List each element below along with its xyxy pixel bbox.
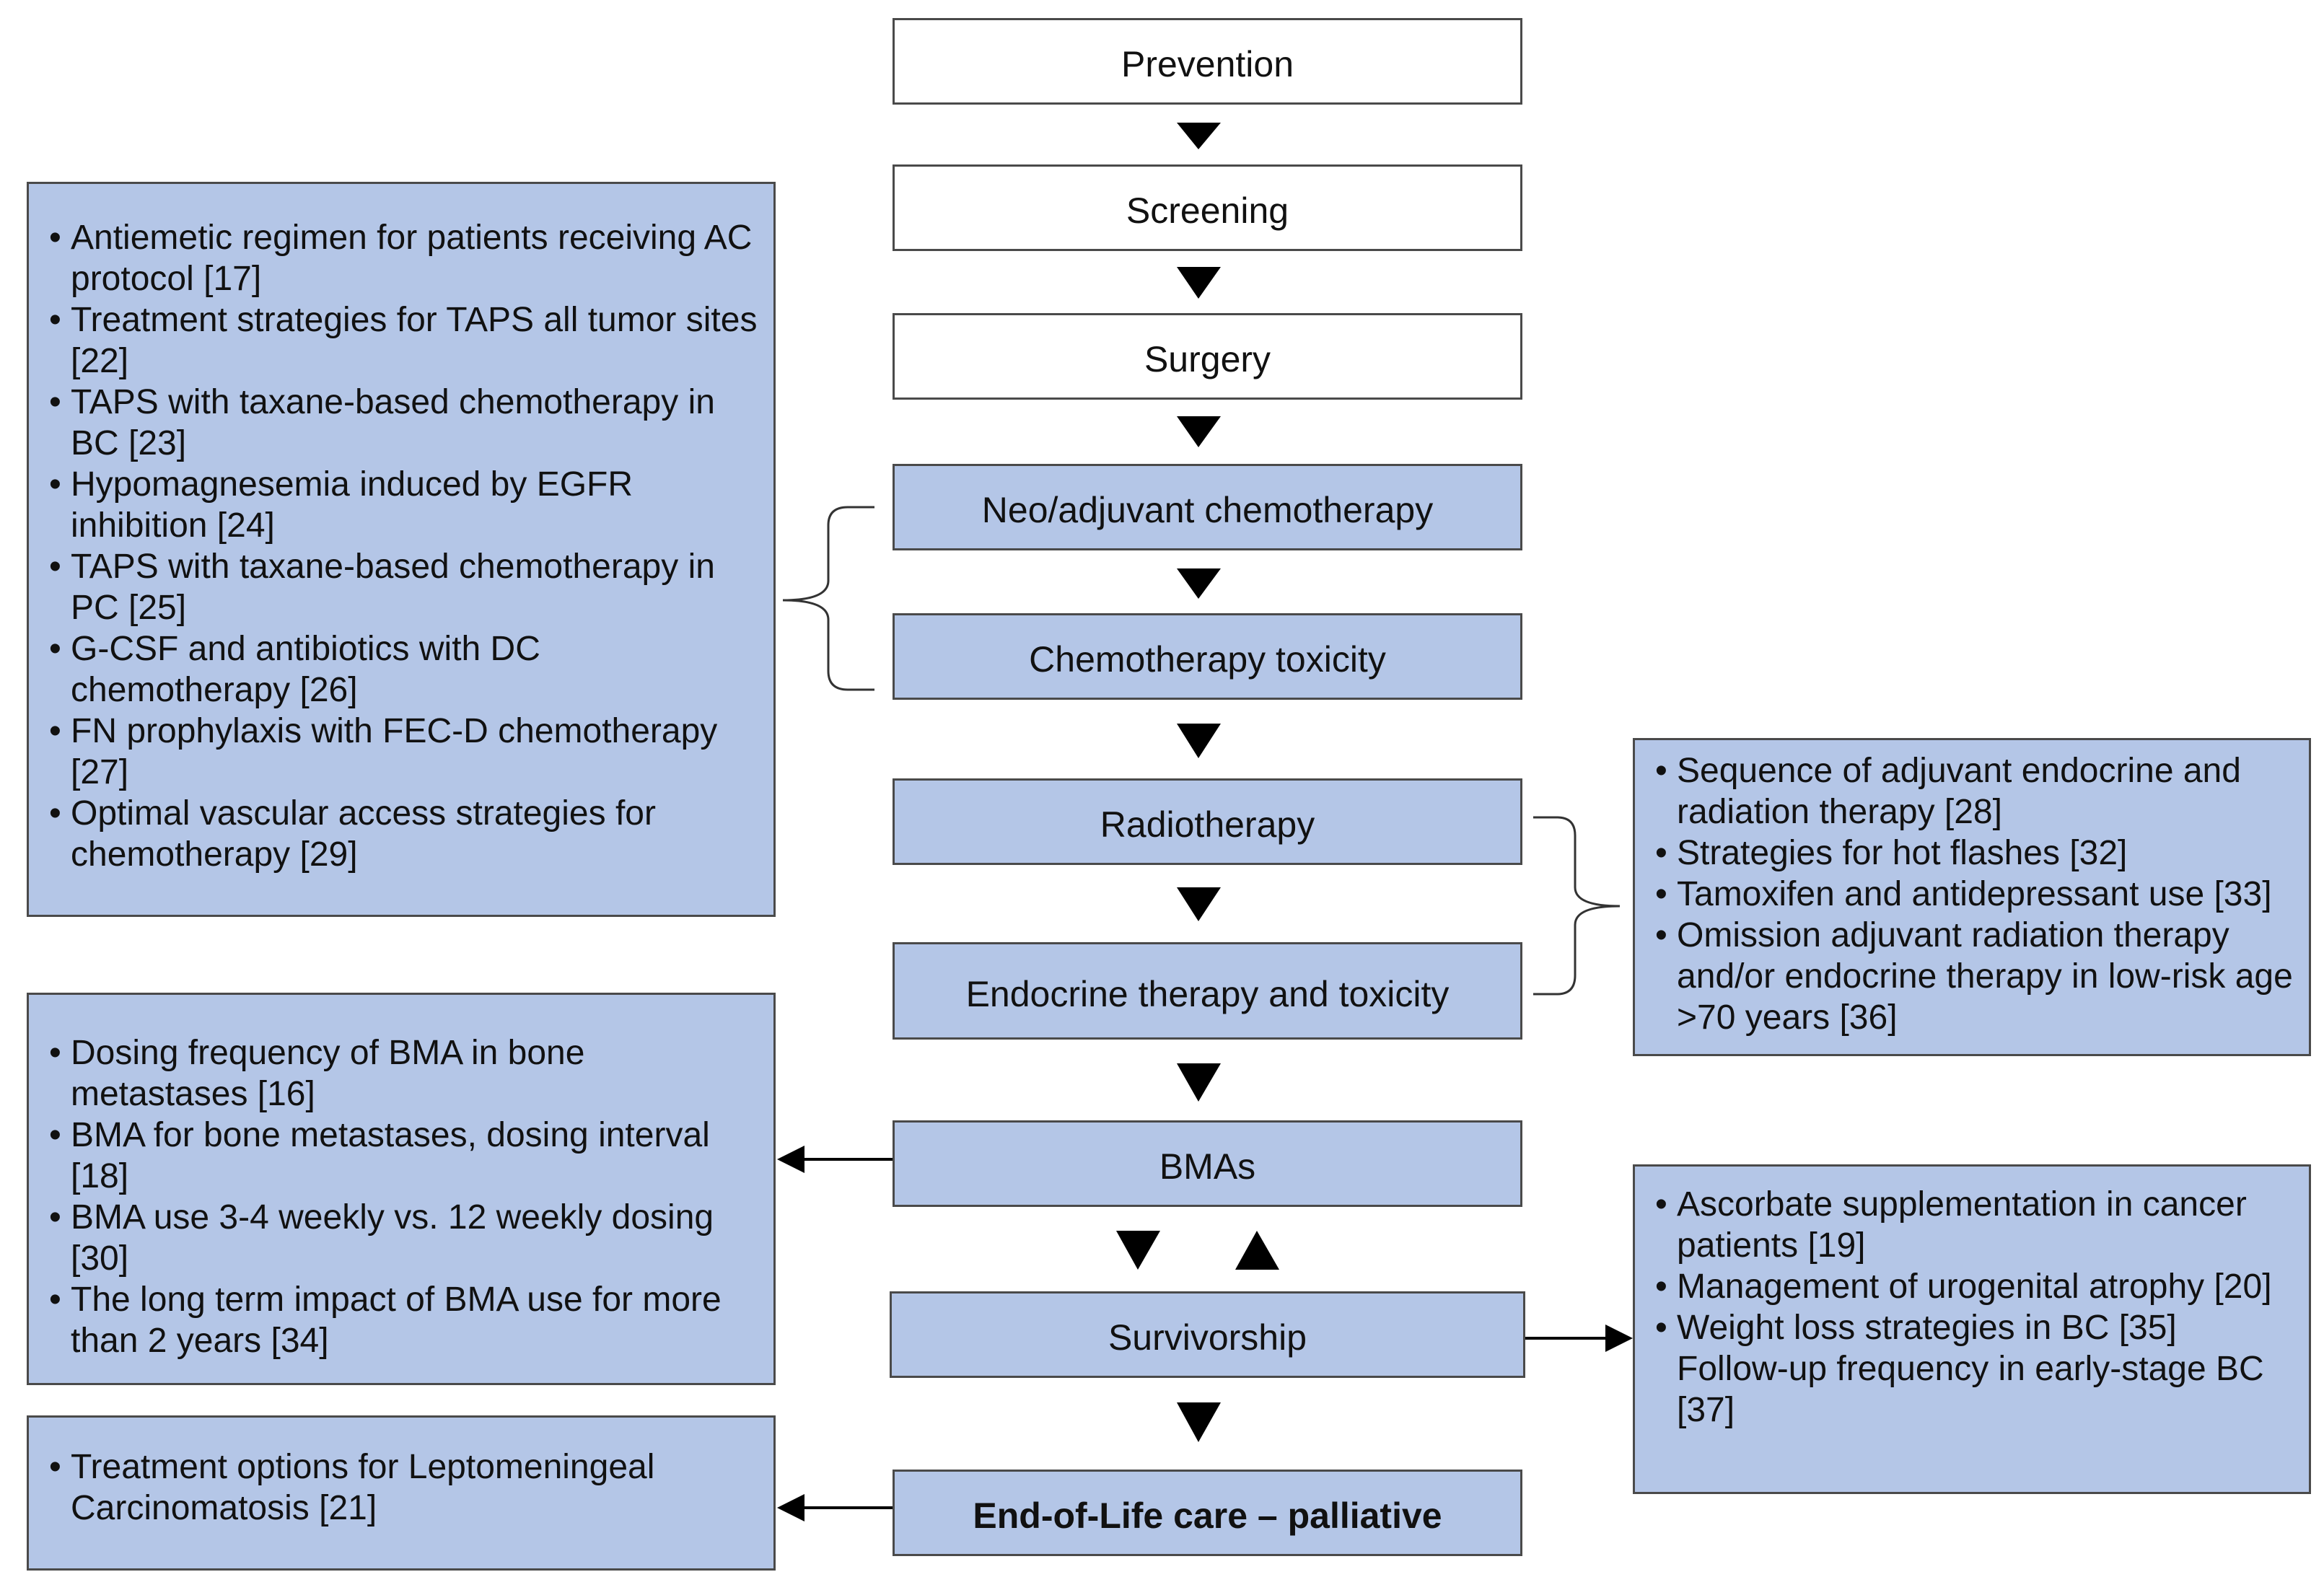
palliative-topics-list: Treatment options for Leptomeningeal Car…: [43, 1446, 759, 1529]
list-item: The long term impact of BMA use for more…: [43, 1279, 759, 1361]
list-item: G-CSF and antibiotics with DC chemothera…: [43, 628, 759, 711]
stage-survivorship: Survivorship: [890, 1291, 1525, 1378]
list-item: Treatment strategies for TAPS all tumor …: [43, 299, 759, 382]
list-item: Follow-up frequency in early-stage BC [3…: [1677, 1350, 2264, 1429]
list-item: FN prophylaxis with FEC-D chemotherapy […: [43, 711, 759, 793]
down-arrow-icon: [1177, 724, 1221, 758]
stage-neoadjuvant-chemotherapy: Neo/adjuvant chemotherapy: [893, 464, 1522, 550]
stage-endocrine-therapy: Endocrine therapy and toxicity: [893, 942, 1522, 1040]
list-item: Weight loss strategies in BC [35]: [1649, 1307, 2294, 1348]
down-arrow-icon: [1177, 123, 1221, 149]
stage-chemotherapy-toxicity: Chemotherapy toxicity: [893, 613, 1522, 700]
stage-bmas: BMAs: [893, 1120, 1522, 1207]
list-item: Omission adjuvant radiation therapy and/…: [1649, 915, 2294, 1038]
palliative-topics-panel: Treatment options for Leptomeningeal Car…: [27, 1415, 776, 1571]
list-item: Sequence of adjuvant endocrine and radia…: [1649, 750, 2294, 833]
list-item: BMA use 3-4 weekly vs. 12 weekly dosing …: [43, 1197, 759, 1279]
list-item: Tamoxifen and antidepressant use [33]: [1649, 874, 2294, 915]
up-arrow-icon: [1235, 1231, 1279, 1270]
list-item: Strategies for hot flashes [32]: [1649, 833, 2294, 874]
down-arrow-icon: [1177, 1063, 1221, 1102]
down-arrow-icon: [1177, 416, 1221, 447]
down-arrow-icon: [1177, 568, 1221, 599]
stage-prevention: Prevention: [893, 18, 1522, 105]
endocrine-topics-list: Sequence of adjuvant endocrine and radia…: [1649, 750, 2294, 1038]
down-arrow-icon: [1177, 1402, 1221, 1442]
list-item: Ascorbate supplementation in cancer pati…: [1649, 1184, 2294, 1266]
chemotherapy-topics-panel: Antiemetic regimen for patients receivin…: [27, 182, 776, 917]
list-item: Hypomagnesemia induced by EGFR inhibitio…: [43, 464, 759, 546]
right-brace-icon: [1533, 816, 1621, 996]
stage-screening: Screening: [893, 164, 1522, 251]
list-item: Optimal vascular access strategies for c…: [43, 793, 759, 875]
stage-end-of-life-care: End-of-Life care – palliative: [893, 1470, 1522, 1556]
left-arrow-icon: [777, 1494, 804, 1521]
chemotherapy-topics-list: Antiemetic regimen for patients receivin…: [43, 217, 759, 875]
list-item: TAPS with taxane-based chemotherapy in P…: [43, 546, 759, 628]
list-item: Antiemetic regimen for patients receivin…: [43, 217, 759, 299]
bma-topics-panel: Dosing frequency of BMA in bone metastas…: [27, 993, 776, 1385]
left-arrow-icon: [777, 1146, 804, 1173]
endocrine-topics-panel: Sequence of adjuvant endocrine and radia…: [1633, 738, 2311, 1056]
down-arrow-icon: [1177, 267, 1221, 299]
stage-surgery: Surgery: [893, 313, 1522, 400]
stage-radiotherapy: Radiotherapy: [893, 778, 1522, 865]
survivorship-topics-panel: Ascorbate supplementation in cancer pati…: [1633, 1164, 2311, 1494]
left-brace-icon: [782, 506, 874, 691]
list-item: BMA for bone metastases, dosing interval…: [43, 1115, 759, 1197]
list-item: TAPS with taxane-based chemotherapy in B…: [43, 382, 759, 464]
list-item: Dosing frequency of BMA in bone metastas…: [43, 1032, 759, 1115]
survivorship-topics-list: Ascorbate supplementation in cancer pati…: [1649, 1184, 2294, 1431]
list-item: Treatment options for Leptomeningeal Car…: [43, 1446, 759, 1529]
down-arrow-icon: [1177, 887, 1221, 921]
bma-topics-list: Dosing frequency of BMA in bone metastas…: [43, 1032, 759, 1361]
list-item: Management of urogenital atrophy [20]: [1649, 1266, 2294, 1307]
down-arrow-icon: [1116, 1231, 1160, 1270]
right-arrow-icon: [1605, 1325, 1633, 1352]
